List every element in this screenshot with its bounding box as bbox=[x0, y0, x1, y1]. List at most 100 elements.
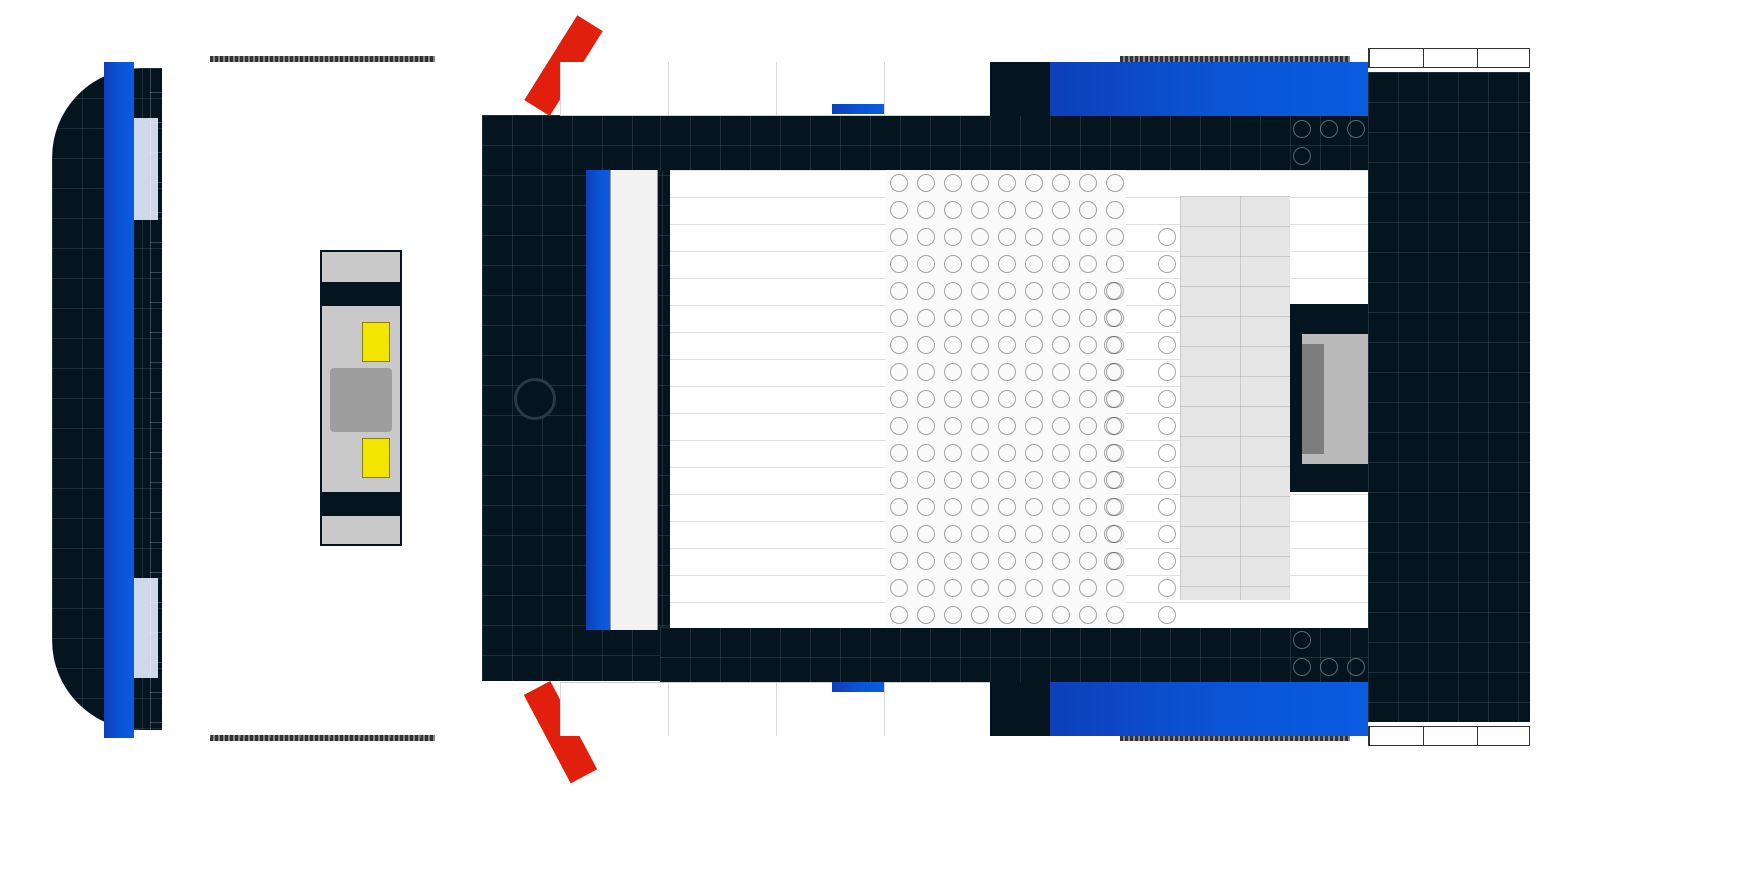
stud bbox=[971, 336, 989, 354]
stud bbox=[1079, 525, 1097, 543]
stud bbox=[1025, 579, 1043, 597]
steering-gear bbox=[330, 368, 392, 432]
stud bbox=[407, 657, 425, 675]
stud bbox=[1158, 579, 1176, 597]
stud bbox=[1158, 363, 1176, 381]
stud bbox=[944, 390, 962, 408]
stud bbox=[1158, 444, 1176, 462]
stud bbox=[971, 363, 989, 381]
stud bbox=[890, 417, 908, 435]
stud bbox=[971, 471, 989, 489]
stud bbox=[1079, 309, 1097, 327]
stud bbox=[1079, 336, 1097, 354]
stud bbox=[1025, 606, 1043, 624]
stud bbox=[326, 120, 344, 138]
stud bbox=[1079, 417, 1097, 435]
stud bbox=[944, 255, 962, 273]
stud bbox=[1293, 631, 1311, 649]
stud bbox=[917, 390, 935, 408]
stud bbox=[944, 228, 962, 246]
stud bbox=[272, 606, 290, 624]
stud bbox=[1293, 604, 1311, 622]
stud bbox=[944, 498, 962, 516]
stud bbox=[998, 606, 1016, 624]
stud bbox=[998, 336, 1016, 354]
stud bbox=[917, 363, 935, 381]
engine-bay bbox=[320, 250, 402, 546]
stud bbox=[998, 390, 1016, 408]
stud bbox=[971, 579, 989, 597]
stud bbox=[890, 282, 908, 300]
stud bbox=[971, 309, 989, 327]
stud bbox=[971, 498, 989, 516]
stud bbox=[272, 228, 290, 246]
stud bbox=[1158, 228, 1176, 246]
stud bbox=[272, 579, 290, 597]
stud bbox=[998, 282, 1016, 300]
stud bbox=[890, 606, 908, 624]
stud bbox=[1052, 390, 1070, 408]
stud bbox=[272, 525, 290, 543]
wheel-tread-front-bottom bbox=[210, 735, 435, 741]
yellow-gear-upper bbox=[362, 322, 390, 362]
stud bbox=[272, 552, 290, 570]
stud bbox=[1106, 201, 1124, 219]
front-blue-trim bbox=[104, 62, 134, 738]
stud bbox=[998, 363, 1016, 381]
wheel-tread-front-top bbox=[210, 56, 435, 62]
stud bbox=[917, 525, 935, 543]
stud bbox=[890, 174, 908, 192]
stud bbox=[971, 552, 989, 570]
stud bbox=[1025, 282, 1043, 300]
stud bbox=[1052, 174, 1070, 192]
stud bbox=[944, 417, 962, 435]
stud bbox=[272, 390, 290, 408]
stud bbox=[1079, 201, 1097, 219]
stud bbox=[1104, 363, 1122, 381]
stud bbox=[1104, 417, 1122, 435]
stud bbox=[1052, 606, 1070, 624]
stud bbox=[1158, 390, 1176, 408]
stud bbox=[272, 147, 290, 165]
stud bbox=[1104, 444, 1122, 462]
stud bbox=[1104, 471, 1122, 489]
stud bbox=[434, 120, 452, 138]
stud bbox=[917, 606, 935, 624]
stud bbox=[998, 498, 1016, 516]
stud bbox=[434, 657, 452, 675]
stud bbox=[944, 336, 962, 354]
stud bbox=[944, 363, 962, 381]
stud bbox=[971, 390, 989, 408]
stud bbox=[1025, 255, 1043, 273]
stud bbox=[1106, 174, 1124, 192]
stud bbox=[1104, 309, 1122, 327]
stud bbox=[1025, 336, 1043, 354]
stud bbox=[1052, 552, 1070, 570]
stud bbox=[299, 657, 317, 675]
stud bbox=[1158, 552, 1176, 570]
stud bbox=[1025, 444, 1043, 462]
stud bbox=[407, 120, 425, 138]
stud bbox=[890, 309, 908, 327]
stud bbox=[1104, 498, 1122, 516]
stud bbox=[971, 255, 989, 273]
stud bbox=[1079, 498, 1097, 516]
stud bbox=[917, 255, 935, 273]
stud bbox=[1052, 417, 1070, 435]
stud bbox=[944, 606, 962, 624]
stud bbox=[272, 201, 290, 219]
stud bbox=[1104, 336, 1122, 354]
stud bbox=[1320, 577, 1338, 595]
stud bbox=[1052, 444, 1070, 462]
stud bbox=[299, 120, 317, 138]
stud bbox=[1293, 201, 1311, 219]
stud bbox=[380, 657, 398, 675]
stud bbox=[971, 417, 989, 435]
stud bbox=[971, 174, 989, 192]
stud bbox=[890, 363, 908, 381]
stud bbox=[1158, 525, 1176, 543]
rear-deck bbox=[1180, 196, 1290, 600]
stud bbox=[998, 255, 1016, 273]
stud bbox=[971, 282, 989, 300]
side-panel-bottom bbox=[560, 682, 990, 736]
